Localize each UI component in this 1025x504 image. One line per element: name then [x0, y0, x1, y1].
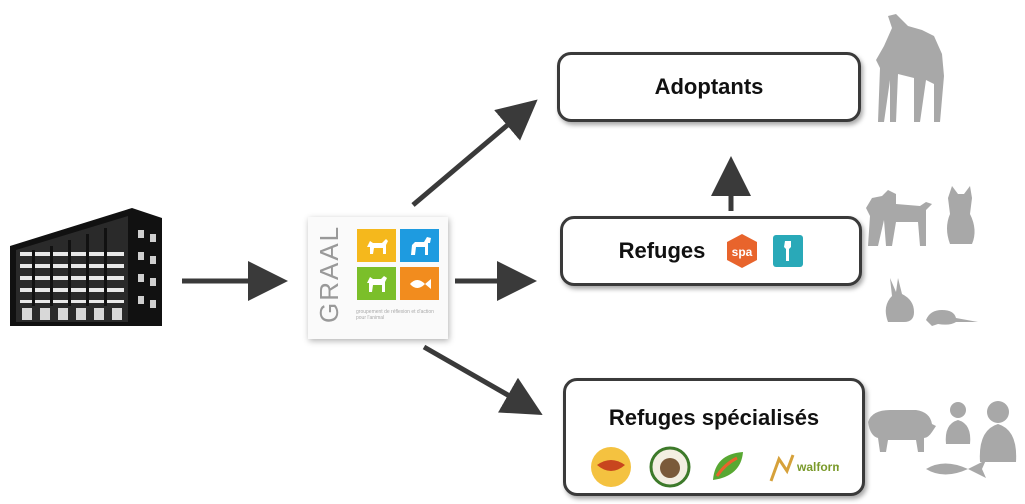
spa-logo-text: spa — [732, 245, 753, 259]
graal-tile-orange — [400, 267, 439, 300]
laboratory-building-icon — [10, 208, 162, 326]
fish-icon — [409, 278, 431, 289]
leaf-sanctuary-logo — [713, 452, 743, 480]
partner-logos-row: walform — [589, 445, 839, 489]
refuges-specialises-label: Refuges spécialisés — [608, 405, 820, 430]
monkey-icon — [945, 402, 971, 444]
wildlife-center-logo — [649, 446, 691, 488]
arrow-graal-to-adoptants — [411, 99, 538, 207]
adoptants-label: Adoptants — [654, 74, 764, 99]
graal-tile-yellow — [357, 229, 396, 262]
refuges-label: Refuges — [618, 238, 706, 263]
walform-logo-text: walform — [796, 460, 839, 474]
dog-icon — [366, 238, 388, 254]
graal-wordmark: GRAAL — [314, 224, 344, 323]
spa-logo: spa — [727, 234, 758, 268]
graal-fine-print: groupement de réflexion et d'action pour… — [356, 309, 434, 321]
primate-icon — [979, 401, 1017, 462]
graal-tile-green — [357, 267, 396, 300]
horse-icon — [410, 236, 431, 255]
adoptants-box: Adoptants — [557, 52, 861, 122]
refuges-box: Refuges spa — [560, 216, 862, 286]
graal-tile-blue — [400, 229, 439, 262]
cat-icon — [947, 186, 975, 244]
graal-logo: GRAAL groupement de réflexion et d'actio… — [308, 217, 448, 339]
pig-icon — [868, 410, 936, 452]
refuges-specialises-box: Refuges spécialisés walform — [563, 378, 865, 496]
rat-icon — [926, 310, 978, 326]
rabbit-icon — [885, 278, 914, 322]
refuge-partner-logo — [591, 447, 631, 487]
dog-icon — [866, 190, 932, 246]
walform-logo: walform — [769, 454, 839, 482]
fish-icon — [926, 460, 986, 478]
horse-icon — [876, 14, 944, 122]
arrow-graal-to-specialises — [422, 344, 543, 415]
shelter-logo — [773, 235, 804, 267]
dog-icon — [366, 275, 387, 292]
